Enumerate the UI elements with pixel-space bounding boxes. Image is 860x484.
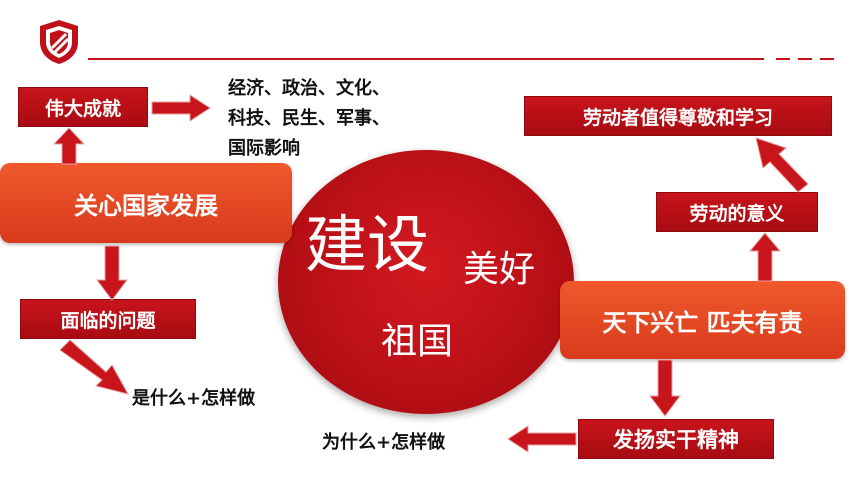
header-dash (798, 58, 812, 60)
spirit-label: 发扬实干精神 (613, 428, 739, 452)
arrow-diagonal-up-icon (755, 137, 809, 193)
problems-box: 面临的问题 (20, 299, 196, 339)
arrow-down-icon (96, 245, 128, 301)
meaning-box: 劳动的意义 (656, 192, 818, 232)
center-circle (278, 150, 574, 414)
responsibility-box: 天下兴亡 匹夫有责 (560, 281, 845, 359)
respect-box: 劳动者值得尊敬和学习 (524, 96, 832, 136)
header-dash (776, 58, 790, 60)
shield-icon (40, 20, 78, 64)
achievement-box: 伟大成就 (18, 87, 148, 127)
achievement-detail-line3: 国际影响 (228, 138, 300, 159)
center-title-line2: 祖国 (381, 321, 454, 362)
responsibility-label: 天下兴亡 匹夫有责 (602, 308, 803, 337)
achievement-label: 伟大成就 (44, 97, 121, 120)
arrow-up-icon (748, 232, 782, 282)
meaning-label: 劳动的意义 (689, 202, 785, 225)
header-line (88, 58, 764, 60)
center-title-small: 美好 (463, 249, 536, 290)
arrow-down-icon (649, 359, 681, 417)
spirit-box: 发扬实干精神 (578, 419, 774, 459)
spirit-answer: 为什么+怎样做 (322, 432, 446, 453)
care-country-box: 关心国家发展 (0, 163, 292, 243)
arrow-left-icon (507, 425, 577, 453)
problems-answer: 是什么+怎样做 (132, 388, 256, 409)
achievement-detail-line2: 科技、民生、军事、 (228, 108, 390, 129)
care-country-label: 关心国家发展 (74, 191, 218, 220)
arrow-right-icon (151, 94, 211, 122)
center-title-big: 建设 (305, 208, 430, 281)
header-dash (820, 58, 834, 60)
respect-label: 劳动者值得尊敬和学习 (582, 106, 773, 129)
arrow-up-icon (52, 127, 86, 165)
problems-label: 面临的问题 (60, 309, 156, 332)
achievement-detail-line1: 经济、政治、文化、 (228, 78, 390, 99)
arrow-diagonal-down-icon (59, 339, 129, 395)
